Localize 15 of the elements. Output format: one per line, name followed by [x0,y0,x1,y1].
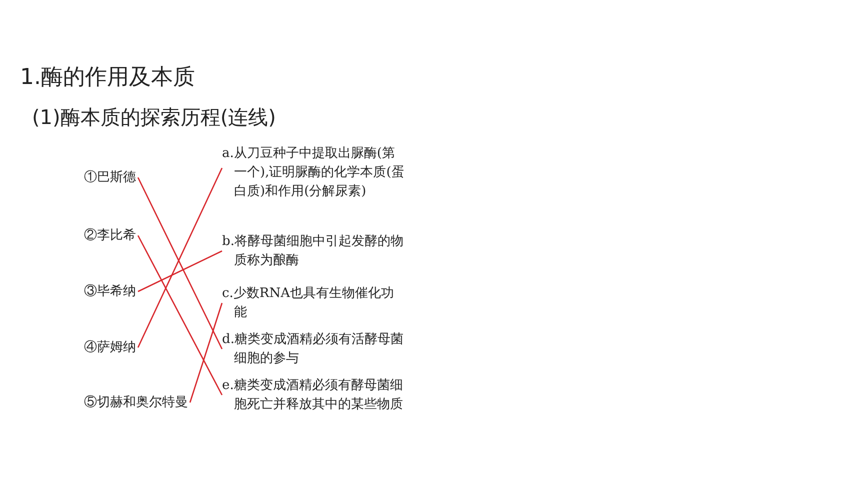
scientist-name: ③毕希纳 [84,282,136,301]
statement-text: a.从刀豆种子中提取出脲酶(第一个),证明脲酶的化学本质(蛋白质)和作用(分解尿素) [222,144,406,201]
scientist-name: ④萨姆纳 [84,338,136,357]
scientist-name: ①巴斯德 [84,168,136,187]
subheading: (1)酶本质的探索历程(连线) [32,104,276,131]
matching-line [137,235,223,396]
heading: 1.酶的作用及本质 [20,64,195,92]
scientist-name: ⑤切赫和奥尔特曼 [84,393,188,412]
statement-text: d.糖类变成酒精必须有活酵母菌细胞的参与 [222,330,406,368]
matching-line [138,250,222,292]
statement-text: c.少数RNA也具有生物催化功能 [222,284,406,322]
scientist-name: ②李比希 [84,226,136,245]
statement-text: e.糖类变成酒精必须有酵母菌细胞死亡并释放其中的某些物质 [222,376,406,414]
statement-text: b.将酵母菌细胞中引起发酵的物质称为酿酶 [222,232,406,270]
matching-line [189,302,223,403]
